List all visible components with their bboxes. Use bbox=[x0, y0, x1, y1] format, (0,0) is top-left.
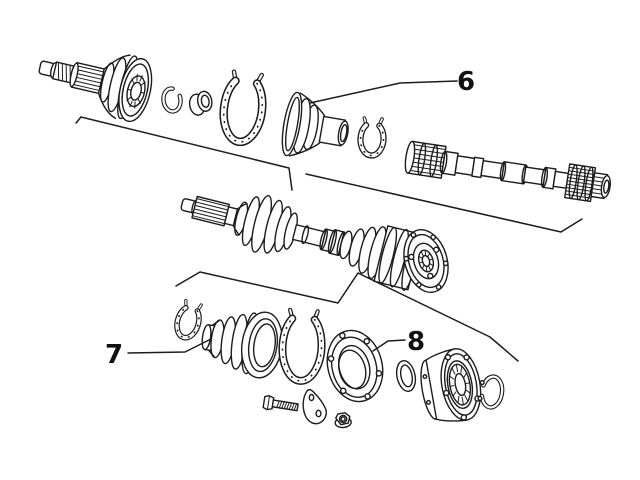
snap-ring-large bbox=[477, 374, 505, 410]
boot-clamp-small-bottom bbox=[174, 298, 203, 341]
inner-joint-flange bbox=[403, 228, 449, 294]
group-bracket-bottom bbox=[175, 271, 519, 362]
bolt bbox=[262, 395, 299, 412]
callout-7-label[interactable]: 7 bbox=[105, 340, 123, 370]
snap-ring-small bbox=[161, 86, 183, 114]
retainer-strap bbox=[302, 388, 327, 425]
callout-8-leader bbox=[372, 339, 406, 352]
hex-nut bbox=[334, 412, 352, 429]
callout-8-label[interactable]: 8 bbox=[407, 327, 425, 357]
group-bracket-middle bbox=[305, 173, 583, 233]
cv-boot-top bbox=[281, 91, 349, 157]
boot-clamp-small-top bbox=[357, 116, 387, 159]
spacer-ring bbox=[188, 90, 213, 116]
cv-boot-bottom bbox=[201, 311, 284, 379]
intermediate-splined-shaft bbox=[404, 140, 611, 203]
hub-flange bbox=[420, 348, 482, 422]
outer-cv-joint-with-stub-shaft bbox=[38, 54, 153, 123]
callout-7-leader bbox=[127, 338, 212, 354]
group-bracket-top bbox=[75, 116, 293, 191]
boot-clamp-large-bottom bbox=[278, 307, 326, 385]
flange-plate bbox=[326, 329, 384, 403]
boot-clamp-large-top bbox=[219, 69, 267, 147]
callout-6-label[interactable]: 6 bbox=[457, 67, 475, 97]
callout-6-leader bbox=[309, 80, 458, 104]
seal-ring bbox=[395, 360, 417, 392]
